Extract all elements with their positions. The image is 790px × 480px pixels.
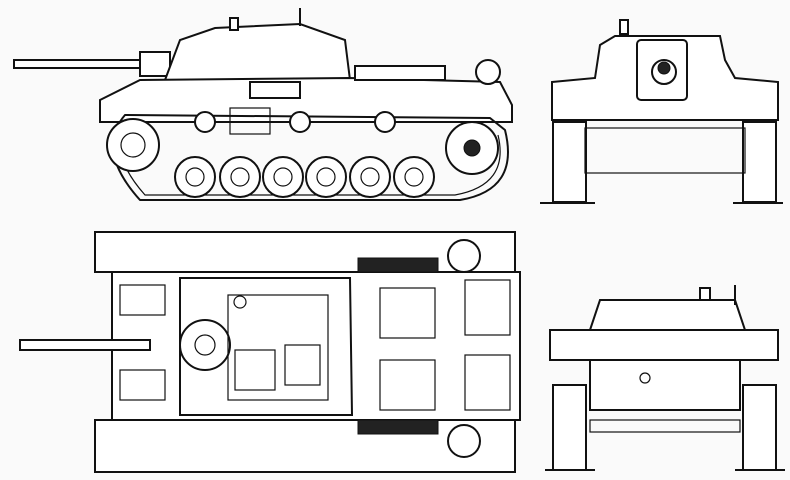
engine-deck: [354, 65, 446, 81]
track-left: [552, 121, 587, 203]
drive-sprocket: [106, 118, 160, 172]
road-wheels: [174, 156, 435, 198]
right-track: [94, 419, 516, 473]
top-view: [19, 231, 521, 473]
hull-plate: [229, 107, 271, 135]
track-left: [552, 384, 587, 471]
gun-mantlet: [139, 51, 171, 77]
rear-drum: [475, 59, 501, 85]
gun-barrel-top: [19, 339, 151, 351]
superstructure: [163, 22, 352, 81]
mantlet-top: [179, 319, 231, 371]
gun-muzzle: [657, 61, 671, 75]
side-hatch: [249, 81, 301, 99]
track-right: [742, 384, 777, 471]
hatch: [234, 349, 276, 391]
idler-top: [447, 239, 481, 273]
return-roller: [374, 111, 396, 133]
left-track: [94, 231, 516, 273]
rear-view: [545, 285, 785, 471]
engine-hatch: [379, 287, 436, 339]
rear-deck: [549, 329, 779, 361]
gun-barrel: [13, 59, 145, 69]
cupola: [619, 19, 629, 35]
track-right: [742, 121, 777, 203]
hatch: [284, 344, 321, 386]
rear-superstructure: [588, 299, 747, 331]
return-roller: [289, 111, 311, 133]
grille: [357, 257, 439, 273]
cupola: [229, 17, 239, 31]
return-roller: [194, 111, 216, 133]
hull: [99, 76, 513, 123]
fighting-compartment: [179, 277, 354, 416]
idler-top: [447, 424, 481, 458]
rear-plate: [589, 359, 741, 411]
grille: [357, 419, 439, 435]
engine-hatch: [379, 359, 436, 411]
side-view: [13, 8, 513, 201]
front-view: [540, 19, 783, 204]
